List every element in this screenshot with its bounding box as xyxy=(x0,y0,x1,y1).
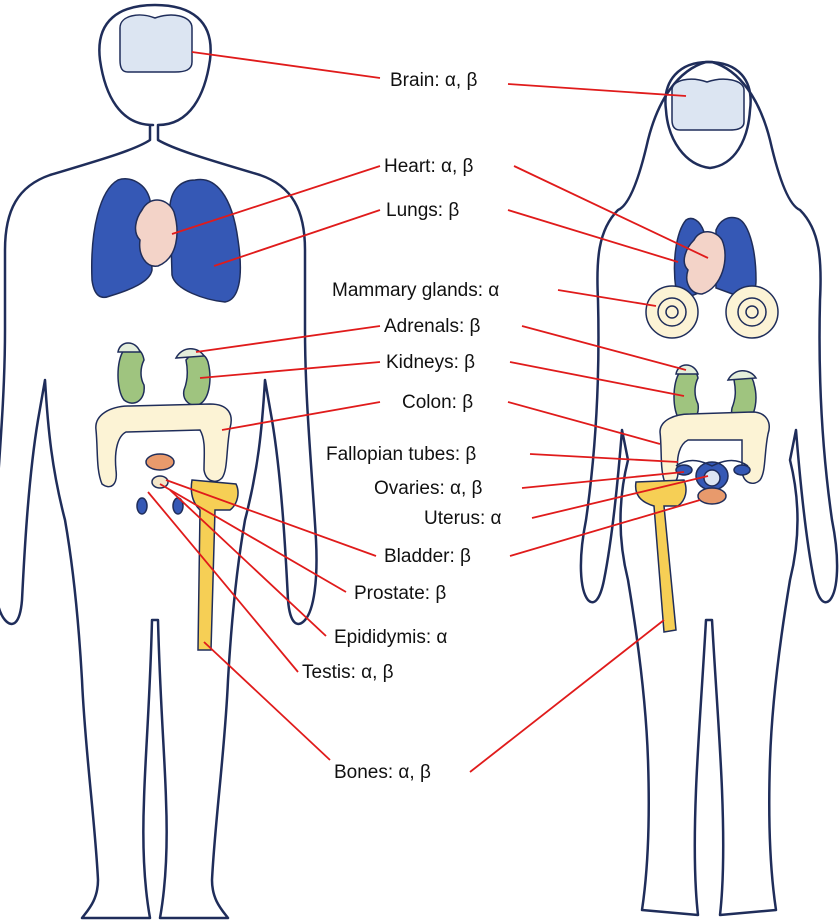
label-colon: Colon: β xyxy=(402,392,473,414)
label-bones: Bones: α, β xyxy=(334,762,431,784)
female-uterus-inner xyxy=(704,470,720,486)
female-bone xyxy=(636,480,686,632)
label-testis: Testis: α, β xyxy=(302,662,394,684)
label-fallopian-tubes: Fallopian tubes: β xyxy=(326,444,476,466)
label-ovaries: Ovaries: α, β xyxy=(374,478,483,500)
leader-bladder-female xyxy=(510,500,700,556)
label-heart: Heart: α, β xyxy=(384,156,474,178)
male-testis-left xyxy=(137,498,147,514)
label-prostate: Prostate: β xyxy=(354,583,446,605)
male-prostate xyxy=(152,476,168,488)
female-ovary-left xyxy=(676,465,692,475)
male-brain xyxy=(120,15,192,72)
label-kidneys: Kidneys: β xyxy=(386,352,475,374)
leader-prostate-male xyxy=(160,484,346,592)
female-adrenal-left xyxy=(676,365,698,374)
male-kidney-left xyxy=(118,347,144,403)
male-bladder xyxy=(146,454,174,470)
male-kidney-right xyxy=(184,354,210,406)
leader-colon-male xyxy=(222,402,380,430)
leader-lungs-male xyxy=(214,210,380,266)
leader-brain-female xyxy=(508,84,686,96)
leader-bones-female xyxy=(470,620,664,772)
male-adrenal-right xyxy=(176,349,204,358)
label-brain: Brain: α, β xyxy=(390,70,477,92)
label-lungs: Lungs: β xyxy=(386,200,459,222)
label-mammary-glands: Mammary glands: α xyxy=(332,280,499,302)
leader-mammary-female xyxy=(558,290,656,306)
leader-heart-female xyxy=(514,166,708,258)
label-bladder: Bladder: β xyxy=(384,546,471,568)
female-bladder xyxy=(698,488,726,504)
male-heart xyxy=(136,200,177,266)
label-adrenals: Adrenals: β xyxy=(384,316,480,338)
female-adrenal-right xyxy=(728,371,756,380)
female-brain xyxy=(672,79,744,130)
female-mammary-left-core xyxy=(666,306,678,318)
leader-bladder-male xyxy=(166,480,376,556)
female-organs xyxy=(636,79,778,632)
male-colon xyxy=(96,404,231,487)
female-mammary-right-core xyxy=(746,306,758,318)
leader-colon-female xyxy=(508,402,660,444)
leader-kidneys-male xyxy=(200,362,380,378)
leader-lungs-female xyxy=(508,210,678,262)
male-adrenal-left xyxy=(118,343,140,352)
male-organs xyxy=(92,15,241,650)
male-lung-right xyxy=(170,179,240,302)
leader-fallopian-female xyxy=(530,454,678,462)
label-uterus: Uterus: α xyxy=(424,508,502,530)
leader-brain-male xyxy=(192,52,380,78)
leader-adrenals-male xyxy=(196,326,380,352)
label-epididymis: Epididymis: α xyxy=(334,627,447,649)
